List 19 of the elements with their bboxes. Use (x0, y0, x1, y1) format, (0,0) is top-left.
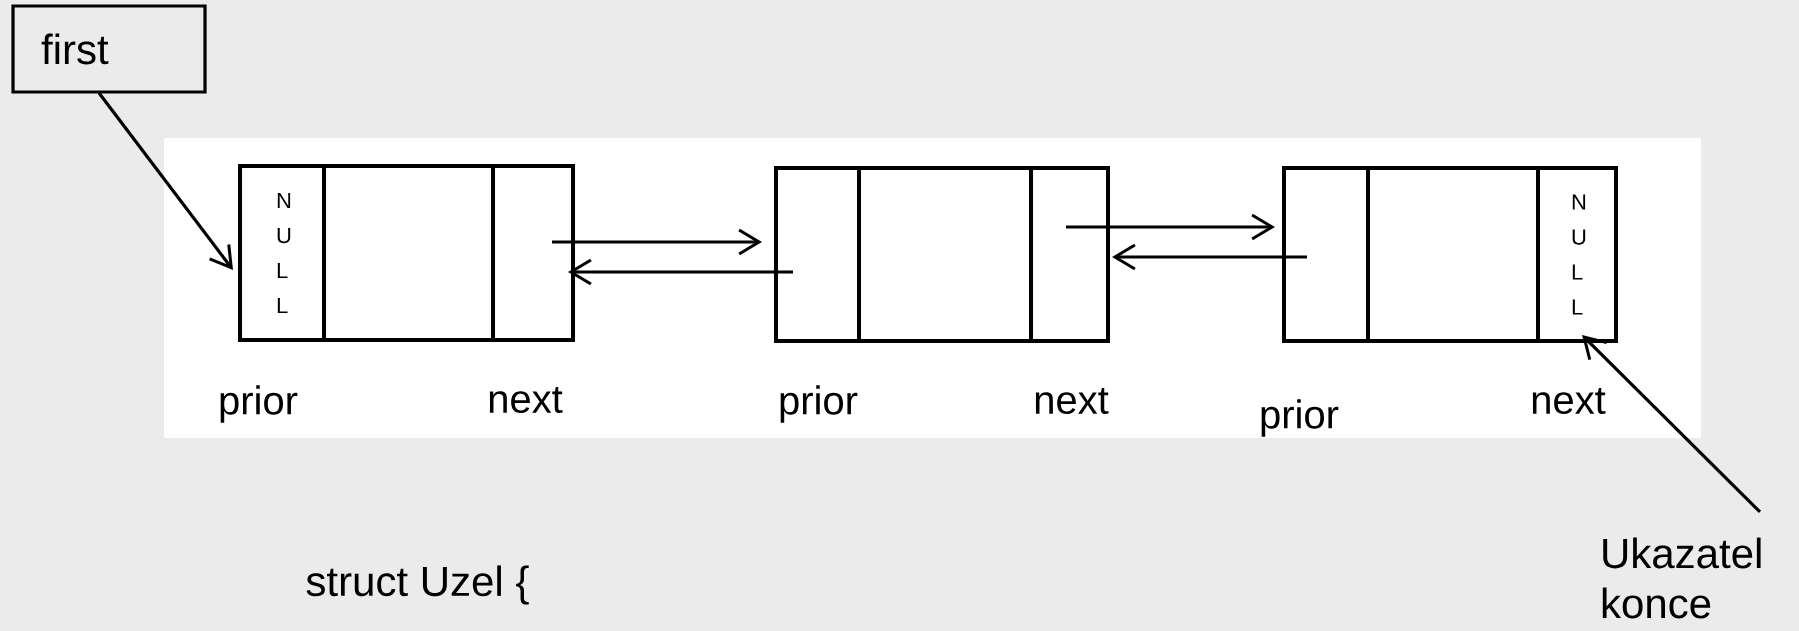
arrow (1112, 243, 1307, 271)
field-label: next (489, 386, 563, 414)
field-label: prior (1261, 399, 1339, 437)
field-label: next (1035, 387, 1109, 415)
arrow (552, 228, 762, 256)
pointer-field: N U L L (238, 164, 326, 342)
pointer-caption: Ukazatel konce (1602, 537, 1761, 619)
field-label: prior (780, 385, 858, 423)
arrow (1582, 335, 1762, 514)
pointer-field (491, 164, 575, 342)
arrow (1066, 213, 1275, 241)
pointer-field (1029, 166, 1110, 343)
arrow (568, 258, 793, 286)
field-label: prior (220, 385, 298, 423)
field-label: next (1532, 387, 1606, 415)
pointer-box: first (11, 4, 207, 94)
pointer-field: N U L L (1536, 166, 1618, 343)
arrow (97, 92, 234, 270)
code-text: struct Uzel { (306, 565, 529, 605)
